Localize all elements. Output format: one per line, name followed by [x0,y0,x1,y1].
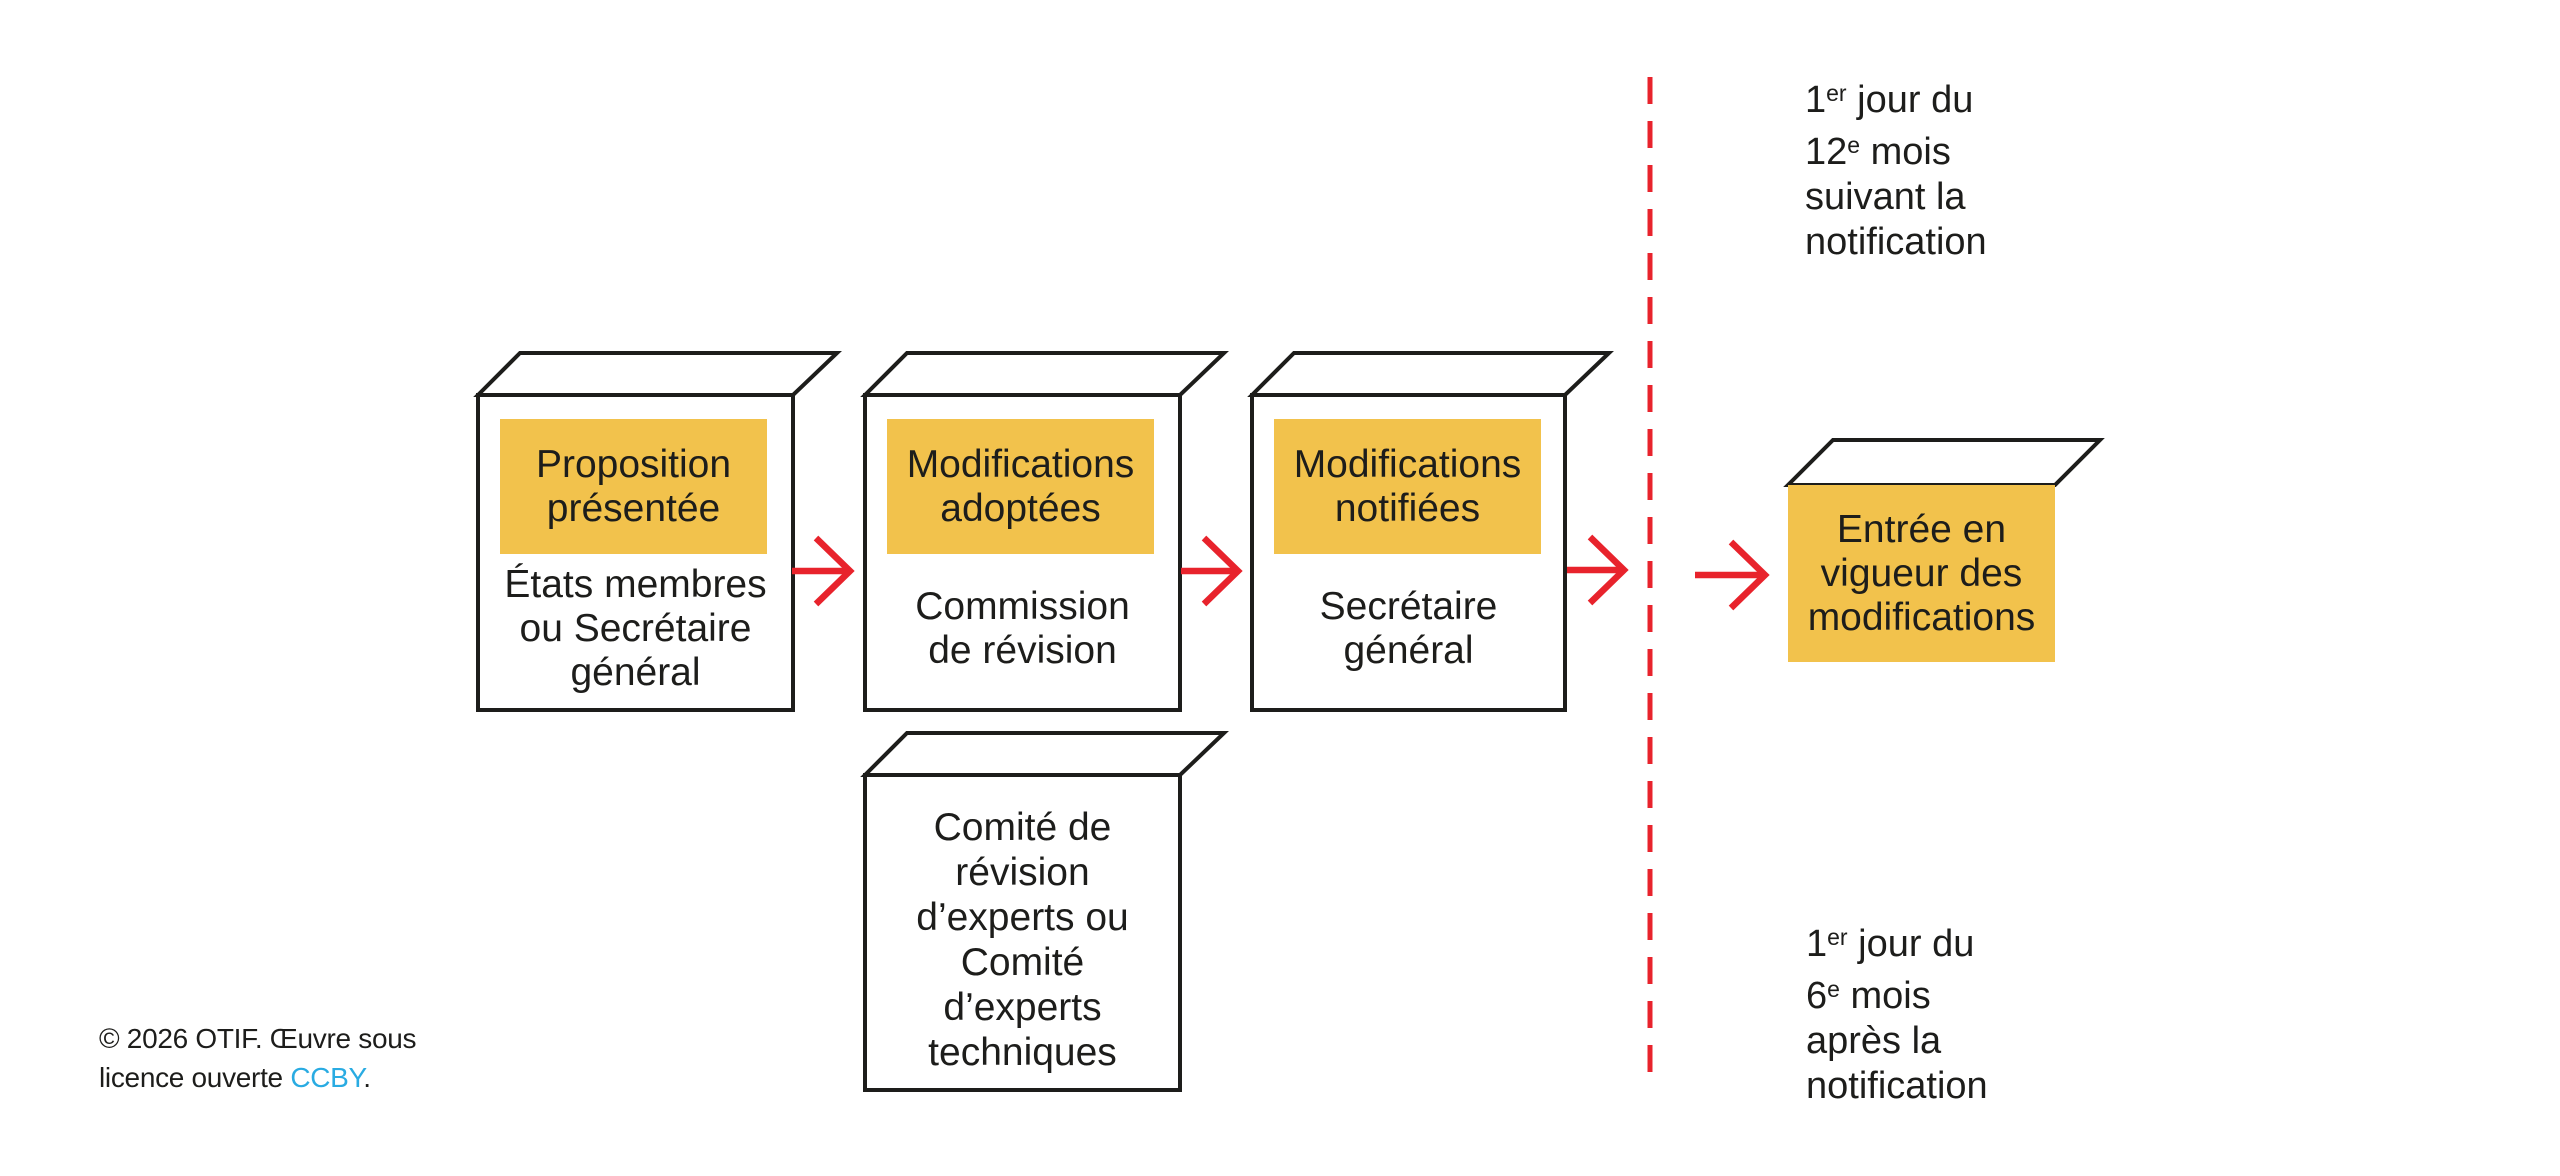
copyright-line2: licence ouverte CCBY. [99,1062,371,1093]
box-body-proposition: États membres ou Secrétaire général [504,563,767,694]
ccby-license-link[interactable]: CCBY [290,1062,364,1093]
copyright-line1: © 2026 OTIF. Œuvre sous [99,1023,417,1054]
box-top-entree [1783,438,2105,487]
box-top-comite [860,731,1229,777]
superscript: e [1847,132,1861,158]
note-line: 1er jour du [1805,79,1974,121]
box-entree-en-vigueur: Entrée en vigueur des modifications [1788,485,2055,662]
copyright-notice: © 2026 OTIF. Œuvre sous licence ouverte … [99,1019,417,1097]
note-line: 6e mois [1806,975,1931,1017]
box-header-adoptees: Modifications adoptées [887,419,1154,554]
box-body-adoptees: Commission de révision [915,585,1130,672]
superscript: er [1826,80,1847,106]
note-line: 1er jour du [1806,923,1975,965]
arrow-1-icon [792,535,855,607]
note-line: notification [1806,1065,1988,1107]
box-header-proposition: Proposition présentée [500,419,767,554]
box-top-proposition [473,351,842,397]
arrow-4-icon [1695,539,1770,611]
note-line: après la [1806,1020,1942,1062]
box-body-comite: Comité de révision d’experts ou Comité d… [916,806,1129,1074]
note-line: notification [1805,221,1987,263]
note-line: suivant la [1805,176,1966,218]
superscript: e [1827,976,1840,1002]
note-line: 12e mois [1805,131,1951,173]
box-body-notifiees: Secrétaire général [1319,585,1498,672]
flow-arrows [792,534,1770,611]
superscript: er [1827,924,1848,950]
box-top-adoptees [860,351,1229,397]
note-12th-month: 1er jour du 12e mois suivant la notifica… [1805,71,1987,265]
box-front-comite [863,773,1182,1092]
box-top-notifiees [1247,351,1614,397]
arrow-3-icon [1567,534,1629,606]
arrow-2-icon [1181,535,1243,607]
note-6th-month: 1er jour du 6e mois après la notificatio… [1806,915,1988,1109]
box-header-notifiees: Modifications notifiées [1274,419,1541,554]
